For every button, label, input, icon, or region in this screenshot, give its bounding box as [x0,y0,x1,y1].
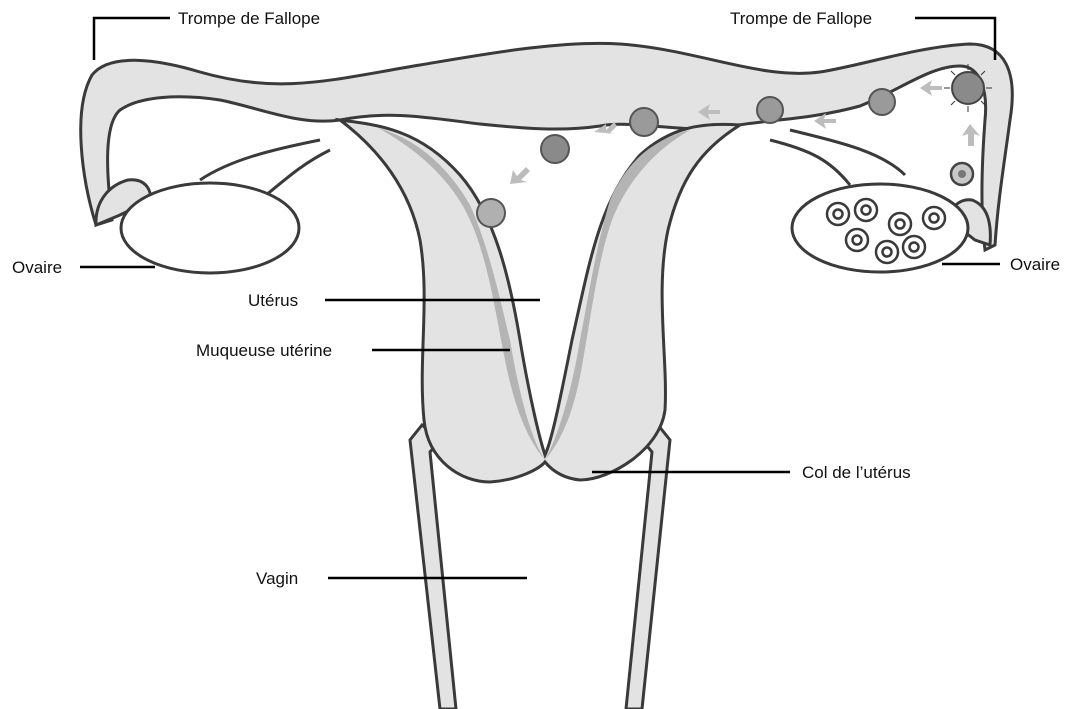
label-uterus: Utérus [248,291,298,310]
arrow-icon [510,167,530,184]
label-endometrium: Muqueuse utérine [196,341,332,360]
label-fallopian-tube-right: Trompe de Fallope [730,9,872,28]
label-ovary-left: Ovaire [12,258,62,277]
label-fallopian-tube-left: Trompe de Fallope [178,9,320,28]
morula-cell [541,135,569,163]
ovary-right [792,184,968,272]
eight-cell-stage [630,108,658,136]
ovary-left [121,183,299,273]
four-cell-stage [757,97,783,123]
leader-tube-left [94,18,170,60]
ovum-fertilization [952,72,984,104]
label-cervix: Col de l’utérus [802,463,911,482]
label-ovary-right: Ovaire [1010,255,1060,274]
arrow-icon [962,124,980,146]
label-vagina: Vagin [256,569,298,588]
implanted-blastocyst [477,199,505,227]
two-cell-stage [869,89,895,115]
arrow-icon [920,80,942,96]
